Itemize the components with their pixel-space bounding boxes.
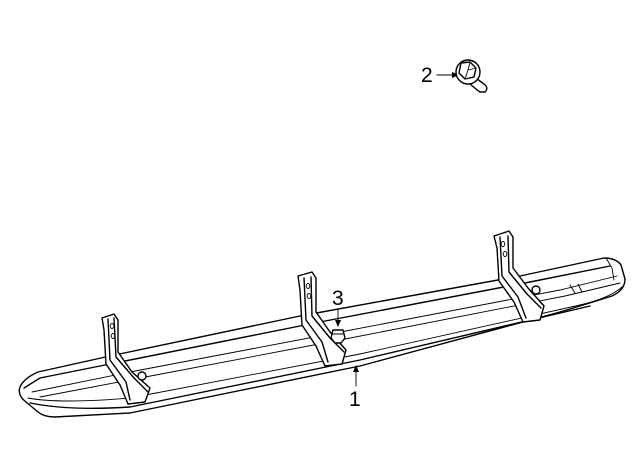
callout-2-label: 2 — [421, 64, 433, 87]
bracket-right — [493, 230, 545, 323]
nut-icon — [330, 329, 346, 344]
bracket-left — [101, 313, 151, 405]
callout-1-arrow — [353, 365, 359, 387]
callout-2-arrow — [436, 72, 459, 78]
callout-3-label: 3 — [332, 287, 344, 310]
running-board-part[interactable]: 1 — [18, 230, 626, 418]
bolt-part[interactable]: 2 — [421, 59, 488, 93]
bolt-icon — [455, 59, 488, 93]
callout-1-label: 1 — [349, 388, 361, 411]
nut-part[interactable]: 3 — [330, 287, 346, 344]
callout-3-arrow — [335, 308, 341, 327]
